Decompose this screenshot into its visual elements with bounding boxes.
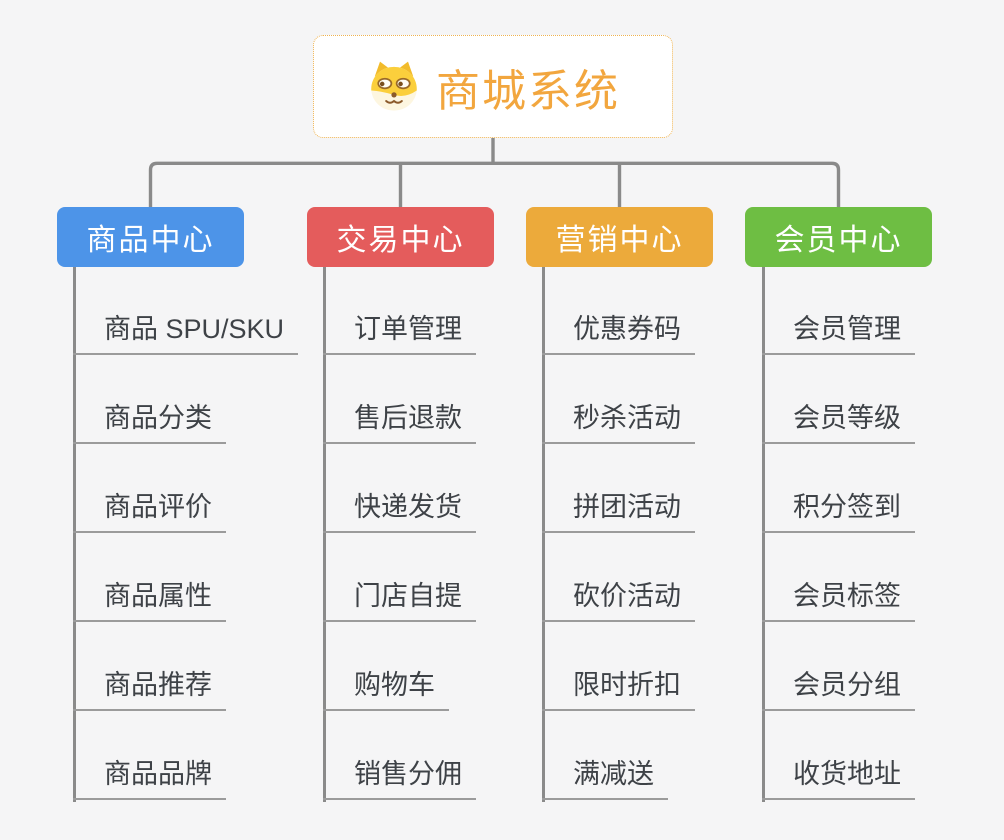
leaf-node[interactable]: 优惠券码 xyxy=(542,310,695,355)
leaf-node[interactable]: 商品 SPU/SKU xyxy=(73,310,299,355)
leaf-node[interactable]: 商品品牌 xyxy=(73,755,226,800)
leaf-node[interactable]: 满减送 xyxy=(542,755,668,800)
dog-icon xyxy=(366,59,422,115)
leaf-node[interactable]: 商品分类 xyxy=(73,399,226,444)
leaf-node[interactable]: 限时折扣 xyxy=(542,666,695,711)
leaf-node[interactable]: 快递发货 xyxy=(323,488,476,533)
leaf-node[interactable]: 商品评价 xyxy=(73,488,226,533)
branch-header-product-center[interactable]: 商品中心 xyxy=(57,207,244,267)
leaf-node[interactable]: 商品属性 xyxy=(73,577,226,622)
leaf-node[interactable]: 购物车 xyxy=(323,666,449,711)
root-title: 商城系统 xyxy=(436,66,620,116)
leaf-node[interactable]: 砍价活动 xyxy=(542,577,695,622)
root-node[interactable]: 商城系统 xyxy=(313,35,673,138)
leaf-node[interactable]: 商品推荐 xyxy=(73,666,226,711)
leaf-node[interactable]: 会员标签 xyxy=(762,577,915,622)
leaf-node[interactable]: 收货地址 xyxy=(762,755,915,800)
leaf-node[interactable]: 销售分佣 xyxy=(323,755,476,800)
leaf-node[interactable]: 秒杀活动 xyxy=(542,399,695,444)
branch-header-marketing-center[interactable]: 营销中心 xyxy=(526,207,713,267)
leaf-node[interactable]: 售后退款 xyxy=(323,399,476,444)
leaf-node[interactable]: 订单管理 xyxy=(323,310,476,355)
leaf-node[interactable]: 会员分组 xyxy=(762,666,915,711)
leaf-node[interactable]: 门店自提 xyxy=(323,577,476,622)
leaf-node[interactable]: 积分签到 xyxy=(762,488,915,533)
leaf-node[interactable]: 会员管理 xyxy=(762,310,915,355)
branch-header-trade-center[interactable]: 交易中心 xyxy=(307,207,494,267)
branch-header-member-center[interactable]: 会员中心 xyxy=(745,207,932,267)
leaf-node[interactable]: 拼团活动 xyxy=(542,488,695,533)
leaf-node[interactable]: 会员等级 xyxy=(762,399,915,444)
